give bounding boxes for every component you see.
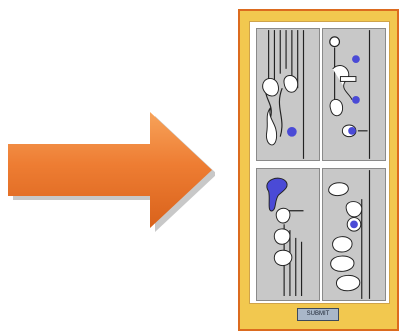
tile-grid xyxy=(249,21,390,304)
diagram-tile-2[interactable] xyxy=(322,28,386,161)
diagram-1-image xyxy=(257,29,319,160)
diagram-4-image xyxy=(323,169,385,300)
diagram-2-image xyxy=(323,29,385,160)
diagram-tile-1[interactable] xyxy=(256,28,320,161)
diagram-tile-3[interactable] xyxy=(256,168,320,301)
selection-panel: SUBMIT xyxy=(238,9,399,331)
diagram-tile-4[interactable] xyxy=(322,168,386,301)
submit-button[interactable]: SUBMIT xyxy=(297,308,339,321)
diagram-3-image xyxy=(257,169,319,300)
right-arrow-icon xyxy=(0,100,215,240)
